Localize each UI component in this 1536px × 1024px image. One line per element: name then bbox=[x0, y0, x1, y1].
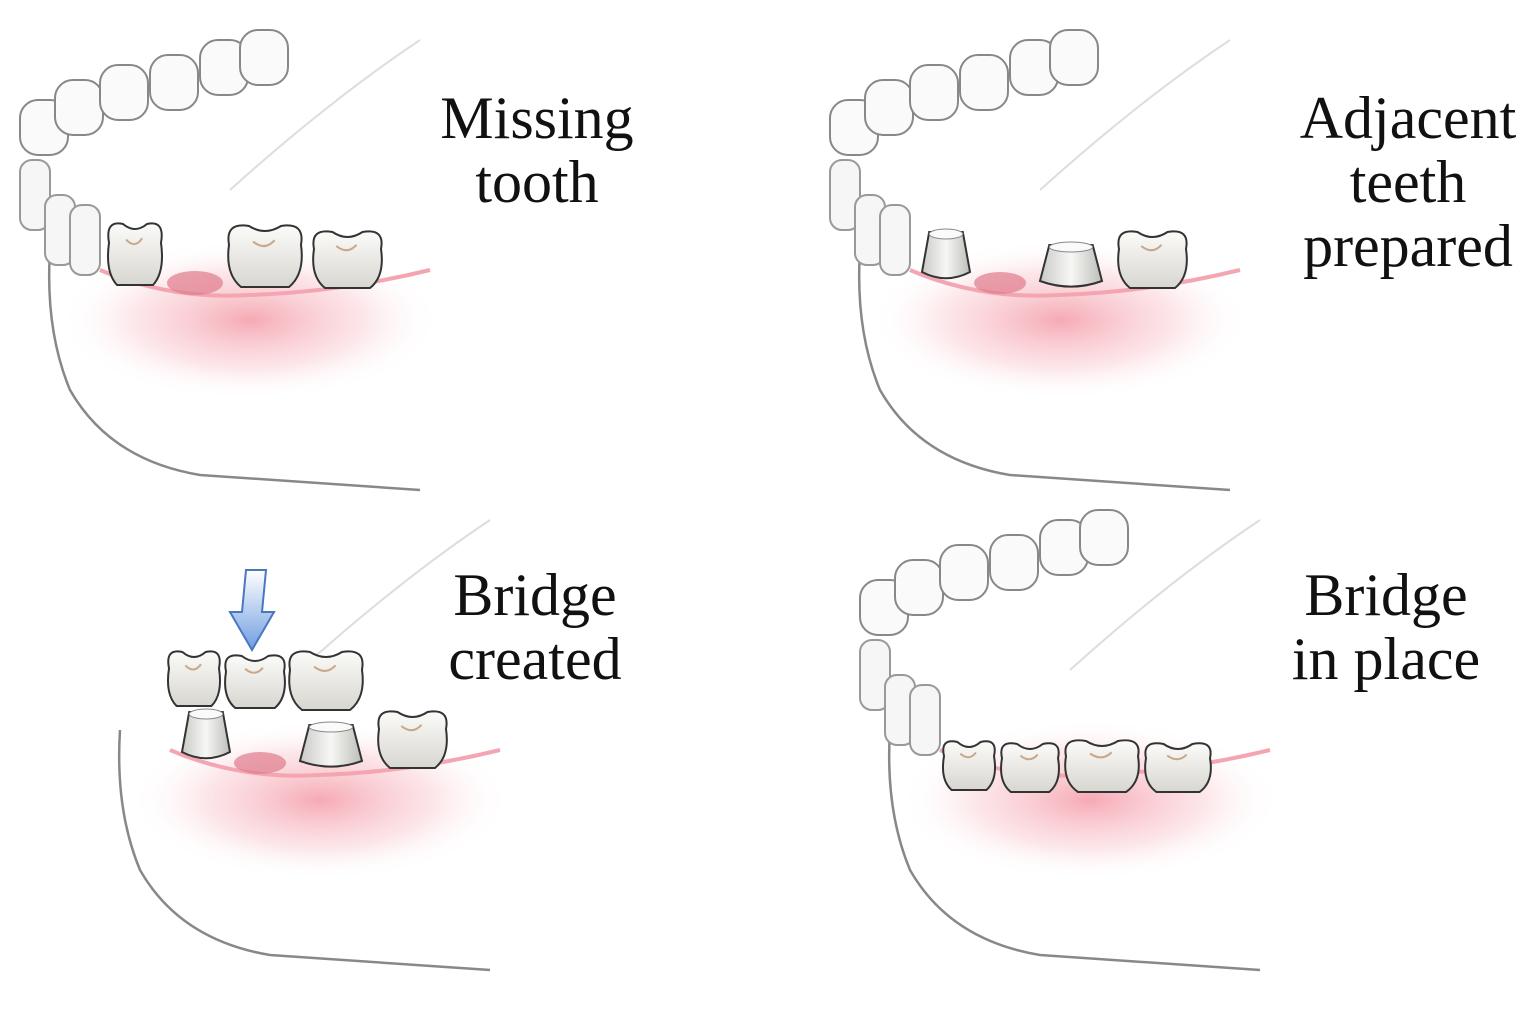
tooth-fissure bbox=[184, 663, 202, 671]
molar-tooth bbox=[107, 222, 163, 286]
front-tooth bbox=[909, 684, 941, 756]
label-line: in place bbox=[1291, 626, 1481, 692]
tooth-fissure bbox=[1140, 244, 1163, 252]
tongue-outline bbox=[299, 519, 491, 671]
jaw-missing bbox=[19, 29, 440, 492]
tooth-fissure bbox=[1166, 753, 1188, 761]
label-line: Adjacent bbox=[1299, 85, 1517, 151]
label-line: created bbox=[448, 626, 622, 692]
back-tooth bbox=[864, 79, 914, 136]
prepared-tooth-top bbox=[308, 721, 354, 733]
bridge-prosthesis bbox=[166, 650, 364, 711]
jaw-prepared bbox=[829, 29, 1250, 492]
tooth bbox=[941, 740, 997, 791]
back-tooth bbox=[1049, 29, 1099, 86]
front-tooth bbox=[69, 204, 101, 276]
empty-socket bbox=[234, 752, 286, 774]
front-tooth bbox=[19, 159, 51, 231]
back-tooth bbox=[989, 534, 1039, 591]
back-tooth bbox=[239, 29, 289, 86]
jaw-outline bbox=[117, 729, 491, 972]
tooth bbox=[1064, 739, 1140, 793]
prepared-tooth-top bbox=[1048, 241, 1094, 253]
prepared-tooth-top bbox=[928, 228, 964, 240]
prepared-tooth-top bbox=[188, 708, 224, 720]
tooth bbox=[227, 224, 303, 288]
label-line: teeth bbox=[1349, 149, 1467, 215]
tooth-fissure bbox=[335, 244, 358, 252]
label-bridge-created: Bridge created bbox=[355, 563, 715, 691]
tongue-outline bbox=[229, 39, 421, 191]
back-tooth bbox=[894, 559, 944, 616]
bridge-crown bbox=[288, 650, 364, 711]
empty-socket bbox=[167, 271, 223, 295]
tooth-fissure bbox=[125, 237, 144, 246]
tooth-fissure bbox=[400, 724, 423, 732]
back-tooth bbox=[909, 64, 959, 121]
down-arrow-icon bbox=[228, 569, 276, 652]
tooth bbox=[1000, 742, 1060, 793]
back-tooth bbox=[99, 64, 149, 121]
label-line: Bridge bbox=[1304, 562, 1468, 628]
prepared-tooth bbox=[1038, 244, 1104, 288]
label-missing-tooth: Missing tooth bbox=[357, 86, 717, 214]
jaw-outline bbox=[47, 249, 421, 492]
prepared-tooth bbox=[920, 231, 972, 280]
gum-line bbox=[909, 268, 1241, 298]
back-tooth bbox=[959, 54, 1009, 111]
tooth-fissure bbox=[1019, 753, 1039, 761]
gum-line bbox=[169, 748, 501, 778]
empty-socket bbox=[974, 272, 1026, 294]
jaw-created bbox=[117, 519, 510, 972]
label-adjacent-teeth-prepared: Adjacent teeth prepared bbox=[1228, 86, 1536, 278]
label-line: prepared bbox=[1303, 213, 1513, 279]
jaw-outline bbox=[857, 249, 1231, 492]
tongue-outline bbox=[1069, 519, 1261, 671]
back-tooth bbox=[149, 54, 199, 111]
tooth-fissure bbox=[252, 239, 276, 248]
tooth-fissure bbox=[1089, 751, 1113, 759]
jaw-placed bbox=[859, 509, 1280, 972]
tooth bbox=[312, 230, 383, 289]
front-tooth bbox=[829, 159, 861, 231]
tooth-fissure bbox=[313, 664, 337, 672]
back-tooth bbox=[1079, 509, 1129, 566]
label-line: Bridge bbox=[453, 562, 617, 628]
tooth-fissure bbox=[244, 667, 264, 674]
back-tooth bbox=[939, 544, 989, 601]
back-tooth bbox=[54, 79, 104, 136]
bridge-crown bbox=[166, 650, 222, 707]
tooth bbox=[1117, 230, 1188, 289]
label-line: Missing bbox=[440, 85, 634, 151]
prepared-tooth bbox=[298, 724, 364, 768]
label-line: tooth bbox=[475, 149, 599, 215]
tooth-fissure bbox=[959, 751, 977, 759]
prepared-tooth bbox=[180, 711, 232, 760]
label-bridge-in-place: Bridge in place bbox=[1206, 563, 1536, 691]
tooth bbox=[377, 710, 448, 769]
tongue-outline bbox=[1039, 39, 1231, 191]
front-tooth bbox=[859, 639, 891, 711]
bridge-pontic bbox=[224, 654, 286, 709]
front-tooth bbox=[879, 204, 911, 276]
tooth bbox=[1144, 742, 1212, 793]
jaw-outline bbox=[887, 729, 1261, 972]
